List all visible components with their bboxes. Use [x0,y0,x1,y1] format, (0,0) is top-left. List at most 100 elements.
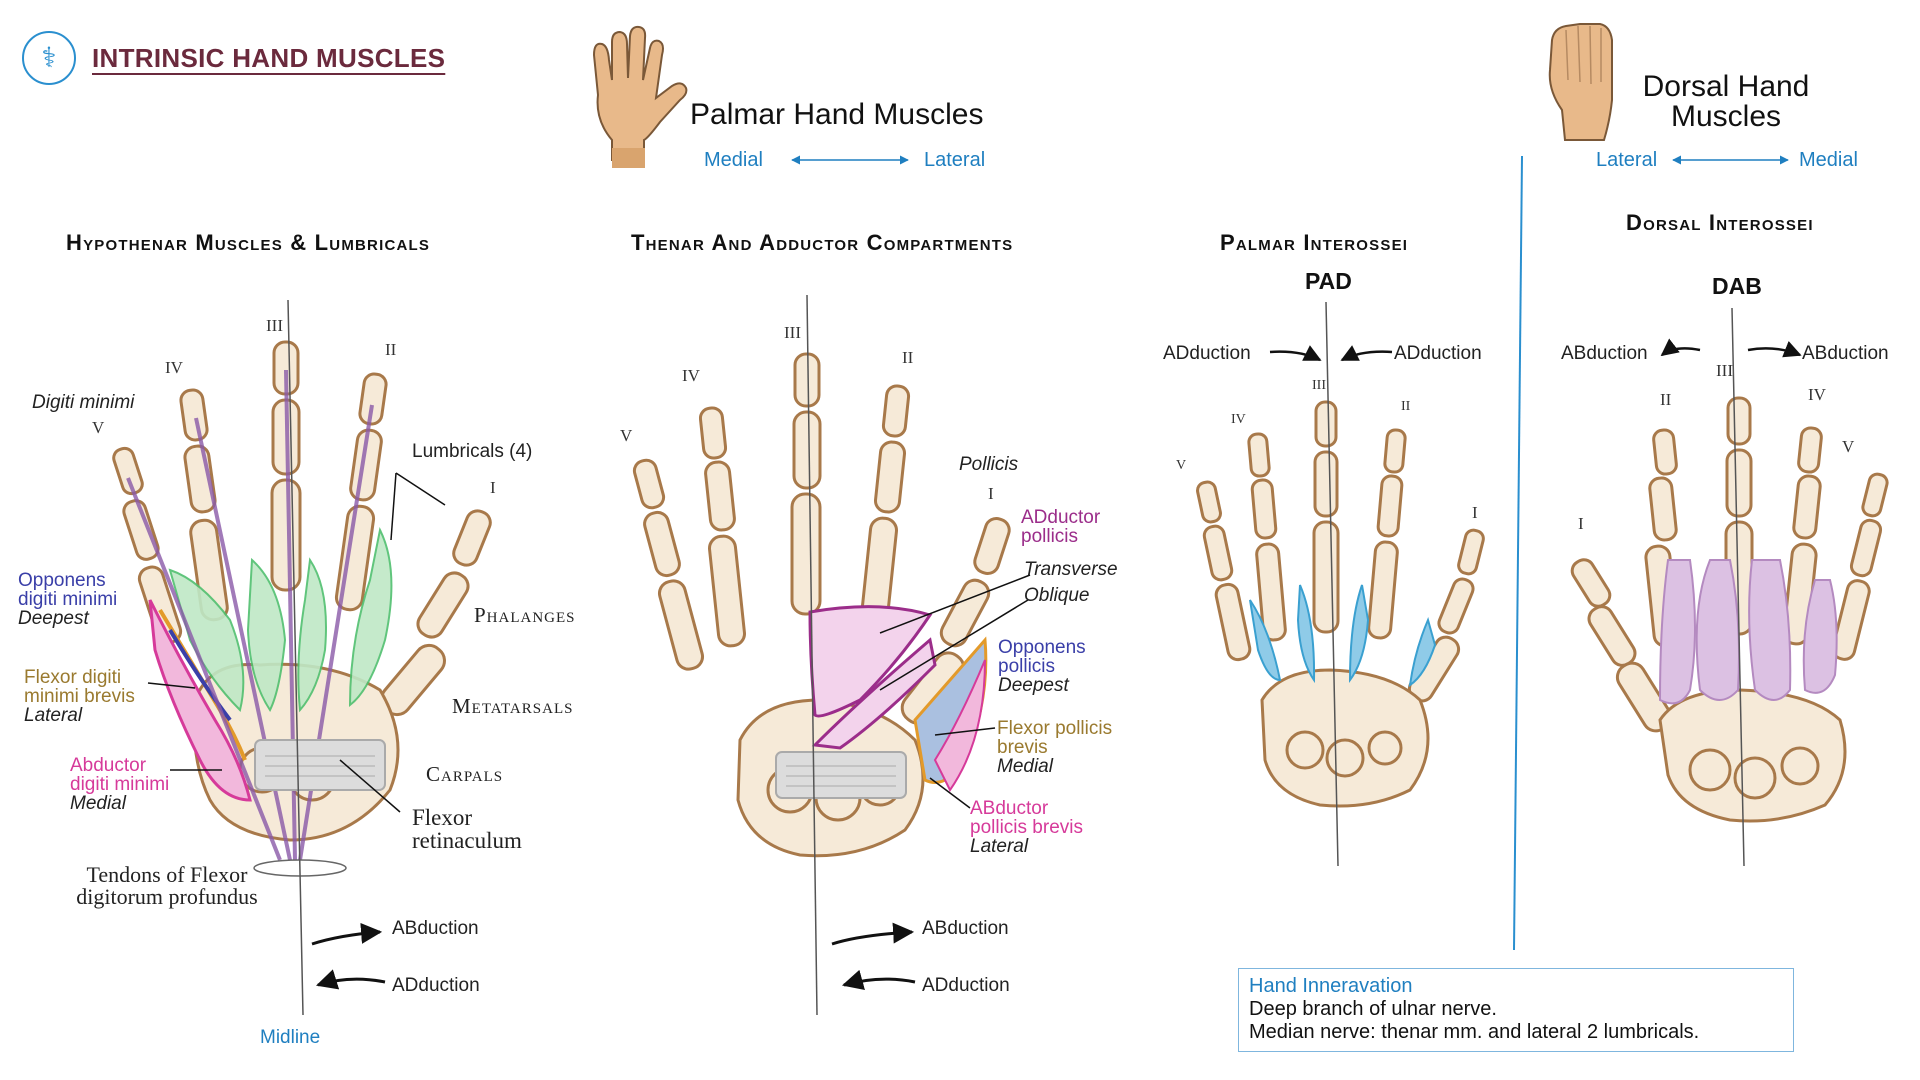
flexor-retinaculum [254,739,386,791]
numeral-ii-2: II [902,348,914,367]
numeral-v: V [92,418,105,437]
thenar-muscles [913,636,988,792]
adm-line1: Abductor [70,755,147,776]
op-line3: Deepest [998,675,1069,696]
label-opponens-digiti-minimi: Opponens digiti minimi Deepest [18,571,117,628]
dorsal-title-line2: Muscles [1670,100,1782,133]
numeral-iii: III [266,316,283,335]
label-carpals: Carpals [426,762,504,786]
label-transverse: Transverse [1024,559,1118,580]
adp-line1: ADductor [1021,507,1101,528]
label-midline: Midline [260,1027,321,1048]
label-apb: ABductor pollicis brevis Lateral [970,799,1083,856]
header: ⚕ INTRINSIC HAND MUSCLES [22,28,445,88]
label-opponens-pollicis: Opponens pollicis Deepest [998,638,1086,695]
numeral-ii-4: II [1660,390,1672,409]
mnemonic-pad: PAD [1305,268,1352,294]
adductor-pollicis-muscle [808,605,937,750]
innervation-box: Hand Inneravation Deep branch of ulnar n… [1238,968,1794,1052]
numeral-iv-4: IV [1808,385,1826,404]
label-abduction-1: ABduction [392,918,479,939]
label-digiti-minimi: Digiti minimi [32,392,135,413]
innervation-line2: Median nerve: thenar mm. and lateral 2 l… [1249,1021,1700,1043]
dorsal-medial-label: Medial [1799,149,1858,171]
numeral-iv: IV [165,358,183,377]
numeral-ii: II [385,340,397,359]
adp-line2: pollicis [1021,526,1079,547]
section-dorsal-interossei: Dorsal Interossei [1626,210,1814,235]
fdmb-line2: minimi brevis [24,686,135,707]
numeral-v-3: V [1176,458,1187,473]
numeral-iii-4: III [1716,361,1733,380]
label-adduction-left: ADduction [1163,343,1251,364]
opponens-line3: Deepest [18,608,89,629]
fpb-line1: Flexor pollicis [997,718,1113,739]
axis-line-2 [806,294,818,1016]
section-palmar-interossei: Palmar Interossei [1220,230,1409,255]
label-adm: Abductor digiti minimi Medial [70,756,169,813]
fdmb-line1: Flexor digiti [24,667,122,688]
numeral-v-4: V [1842,437,1855,456]
opponens-line2: digiti minimi [18,589,118,610]
back-hand-icon [1548,23,1613,141]
palm-hand-icon [592,25,688,168]
numeral-i-2: I [988,484,994,503]
op-line2: pollicis [998,656,1056,677]
axis-line-4 [1731,307,1745,867]
numeral-i: I [490,478,496,497]
label-adduction-1: ADduction [392,975,480,996]
label-abduction-2: ABduction [922,918,1009,939]
axis-line-3 [1325,301,1339,867]
adm-line3: Medial [70,793,126,814]
palmar-medial-label: Medial [704,149,763,171]
hand-skeleton-palmar-interossei [1196,400,1485,808]
flexor-ret-line1: Flexor [412,805,473,830]
label-fdmb: Flexor digiti minimi brevis Lateral [24,668,135,725]
dorsal-title: Dorsal Hand Muscles [1636,72,1816,132]
apb-line1: ABductor [970,798,1049,819]
innervation-line1: Deep branch of ulnar nerve. [1249,998,1497,1020]
dorsal-title-line1: Dorsal Hand [1642,70,1810,103]
apb-line2: pollicis brevis [970,817,1083,838]
dorsal-lateral-label: Lateral [1596,149,1658,171]
page-title: INTRINSIC HAND MUSCLES [92,42,446,73]
numeral-iv-2: IV [682,366,700,385]
label-abduction-left: ABduction [1561,343,1648,364]
label-abduction-right: ABduction [1802,343,1889,364]
mnemonic-dab: DAB [1712,273,1762,299]
palmar-lateral-label: Lateral [924,149,986,171]
numeral-v-2: V [620,426,633,445]
palmar-title: Palmar Hand Muscles [690,98,984,131]
numeral-iii-2: III [784,323,801,342]
label-tendons-fdp: Tendons of Flexor digitorum profundus [62,864,272,908]
fdmb-line3: Lateral [24,705,83,726]
flexor-ret-line2: retinaculum [412,828,522,853]
apb-line3: Lateral [970,836,1029,857]
label-adductor-pollicis: ADductor pollicis [1021,508,1100,546]
numeral-iii-3: III [1312,378,1326,393]
numeral-i-4: I [1578,514,1584,533]
innervation-title: Hand Inneravation [1249,975,1413,997]
label-adduction-2: ADduction [922,975,1010,996]
tendons-line2: digitorum profundus [76,884,258,909]
numeral-ii-3: II [1401,399,1411,414]
label-adduction-right: ADduction [1394,343,1482,364]
tendons-line1: Tendons of Flexor [86,862,248,887]
palmar-interossei-muscles [1249,584,1437,688]
fpb-line2: brevis [997,737,1048,758]
numeral-i-3: I [1472,503,1478,522]
label-phalanges: Phalanges [474,603,576,627]
opponens-line1: Opponens [18,570,106,591]
section-hypothenar: Hypothenar Muscles & Lumbricals [66,230,431,255]
label-flexor-retinaculum: Flexor retinaculum [412,806,522,852]
label-oblique: Oblique [1024,585,1090,606]
section-thenar: Thenar And Adductor Compartments [631,230,1014,255]
op-line1: Opponens [998,637,1086,658]
label-metatarsals: Metatarsals [452,694,574,718]
adm-line2: digiti minimi [70,774,170,795]
label-lumbricals: Lumbricals (4) [412,441,533,462]
numeral-iv-3: IV [1231,412,1246,427]
caduceus-icon: ⚕ [22,31,76,85]
fpb-line3: Medial [997,756,1053,777]
